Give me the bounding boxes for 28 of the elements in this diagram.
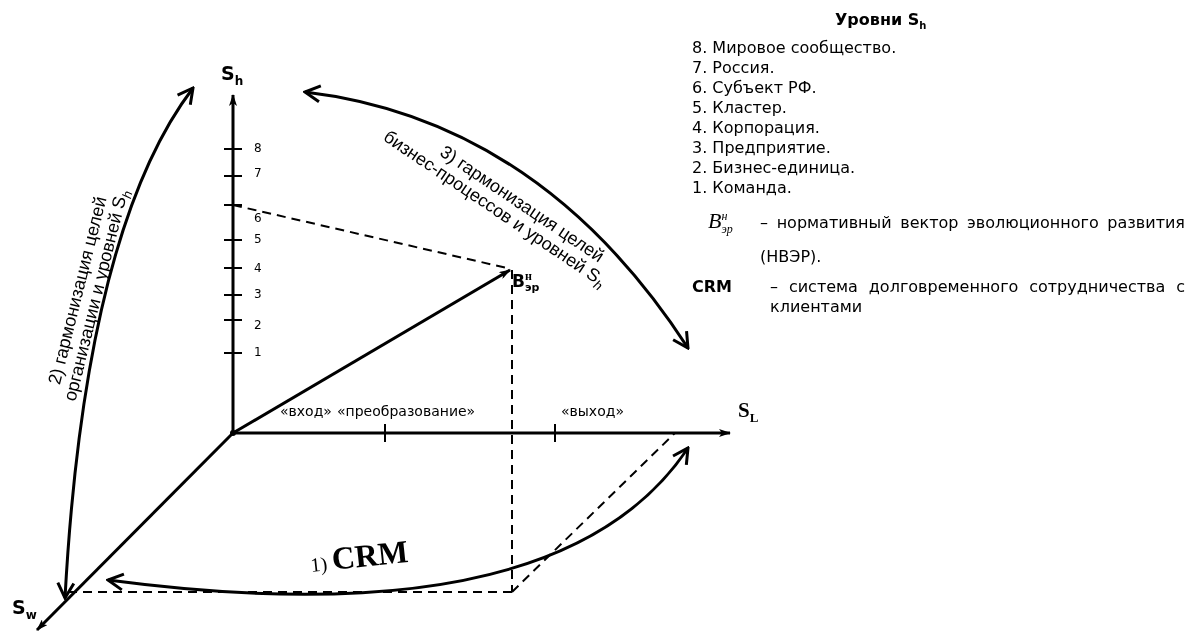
tick-label: 1 bbox=[254, 345, 262, 359]
stage-label: «преобразование» bbox=[337, 403, 476, 419]
level-item: 2. Бизнес-единица. bbox=[692, 158, 856, 177]
tick-label: 5 bbox=[254, 232, 262, 246]
arc-label: 1) CRM bbox=[308, 532, 410, 579]
definition-text: – нормативный вектор эволюционного развития (НВЭР). bbox=[760, 212, 1185, 268]
abbreviation-label: CRM bbox=[692, 277, 732, 296]
tick-label: 4 bbox=[254, 261, 262, 275]
level-item: 5. Кластер. bbox=[692, 98, 787, 117]
level-item: 3. Предприятие. bbox=[692, 138, 831, 157]
tick-label: 6 bbox=[254, 211, 262, 225]
axis-label: S$_{L}$ bbox=[738, 398, 759, 423]
tick-label: 8 bbox=[254, 141, 262, 155]
level-item: 7. Россия. bbox=[692, 58, 775, 77]
stage-label: «вход» bbox=[280, 403, 332, 419]
level-item: 8. Мировое сообщество. bbox=[692, 38, 897, 57]
axis-label: S$_{w}$ bbox=[12, 596, 37, 618]
level-item: 4. Корпорация. bbox=[692, 118, 820, 137]
axis-label: S$_{h}$ bbox=[221, 62, 244, 84]
tick-label: 7 bbox=[254, 166, 262, 180]
tick-label: 3 bbox=[254, 287, 262, 301]
level-item: 6. Субъект РФ. bbox=[692, 78, 817, 97]
stage-label: «выход» bbox=[561, 403, 624, 419]
tick-label: 2 bbox=[254, 318, 262, 332]
definition-text: – система долговременного сотрудничества с клиентами bbox=[770, 277, 1185, 317]
origin-point bbox=[230, 430, 236, 436]
legend-title: Уровни S$_{h}$ bbox=[835, 10, 927, 29]
level-item: 1. Команда. bbox=[692, 178, 792, 197]
